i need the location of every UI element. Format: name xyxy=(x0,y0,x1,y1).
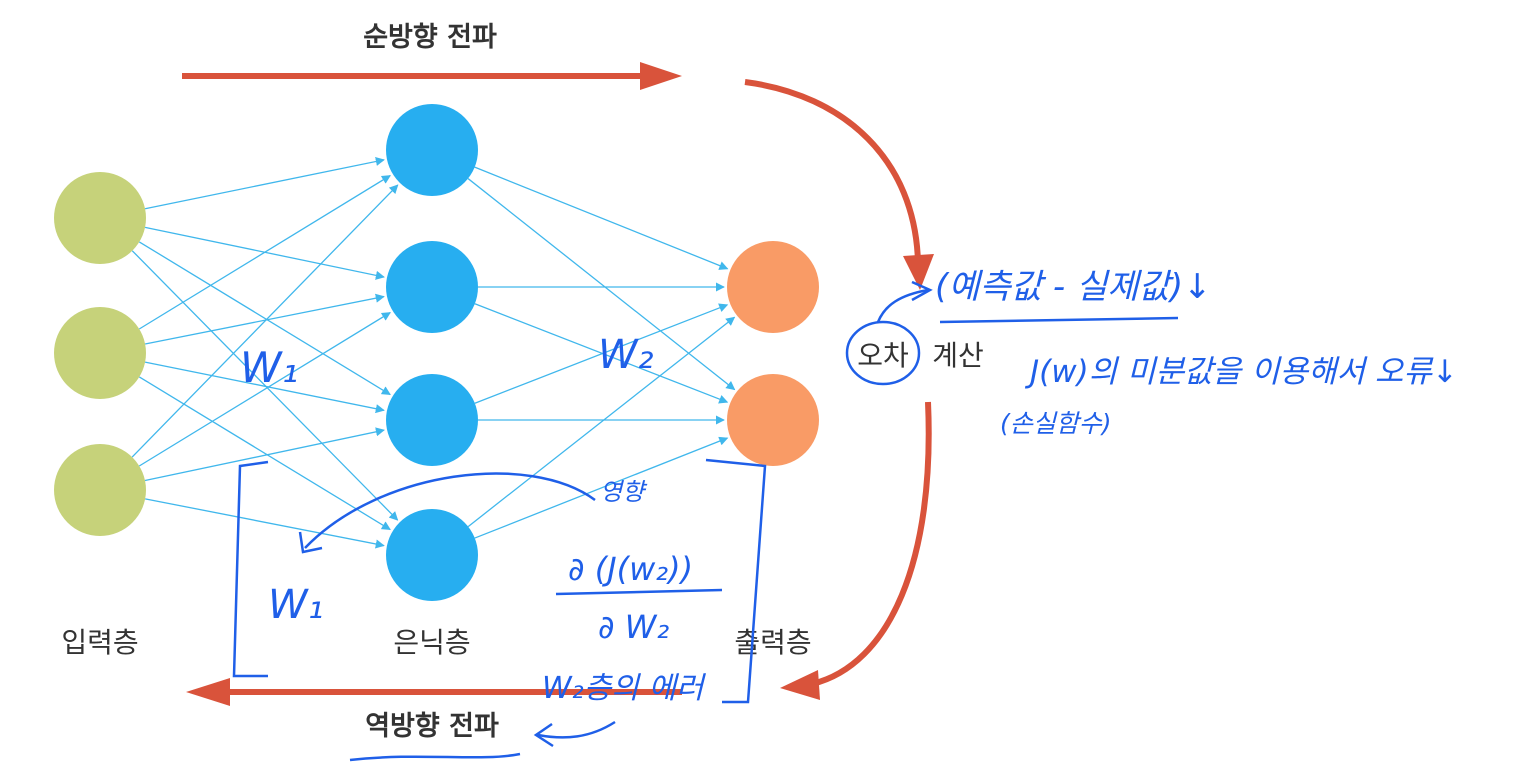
w1-label: W₁ xyxy=(240,343,298,392)
connection-edge xyxy=(145,498,385,549)
pred-minus-actual: (예측값 - 실제값)↓ xyxy=(935,267,1212,307)
backward-pointer-arrowhead xyxy=(533,722,554,748)
connection-edge xyxy=(138,376,391,531)
connection-edge xyxy=(467,178,736,391)
partial-denominator: ∂ W₂ xyxy=(598,608,669,646)
output-node xyxy=(727,241,819,333)
right-bracket xyxy=(705,458,767,704)
input-layer xyxy=(54,172,146,536)
error-word: 오차 xyxy=(857,339,909,372)
connection-edge xyxy=(131,250,399,521)
forward-title: 순방향 전파 xyxy=(363,22,497,53)
output-node xyxy=(727,374,819,466)
error-circle xyxy=(845,320,921,386)
backward-title-underline xyxy=(349,752,521,762)
connection-edge xyxy=(144,361,385,414)
connection-edge xyxy=(138,241,391,396)
error-pointer-arrowhead xyxy=(911,280,933,302)
connection-edge xyxy=(474,303,729,404)
hidden-layer xyxy=(386,104,478,601)
connection-edge xyxy=(474,436,729,539)
backward-arrow xyxy=(186,678,682,706)
connection-edge xyxy=(474,166,729,270)
w2-error-note: W₂층의 에러 xyxy=(542,671,706,706)
influence-arrowhead xyxy=(298,531,323,554)
backward-pointer-arrow xyxy=(537,720,616,739)
j-derivative-note: J(w)의 미분값을 이용해서 오류↓ xyxy=(1024,354,1458,390)
fraction-bar xyxy=(939,316,1179,324)
connection-edge xyxy=(467,316,736,528)
connection-edge xyxy=(131,184,399,458)
w2-label: W₂ xyxy=(598,332,654,378)
forward-arrow xyxy=(182,62,682,90)
connection-edge xyxy=(144,293,385,345)
partial-fraction-bar xyxy=(555,588,723,596)
backward-title: 역방향 전파 xyxy=(365,711,499,742)
input-layer-label: 입력층 xyxy=(61,626,138,659)
partial-numerator: ∂ (J(w₂)) xyxy=(568,550,693,588)
connection-edge xyxy=(474,303,729,404)
curve-arrow-to-backward xyxy=(780,401,932,700)
hidden-node xyxy=(386,509,478,601)
output-layer-label: 출력층 xyxy=(734,626,811,659)
curve-arrow-to-error xyxy=(744,79,934,290)
calc-word: 계산 xyxy=(932,339,984,372)
w1-bracket-label: W₁ xyxy=(268,582,324,628)
output-layer xyxy=(727,241,819,466)
input-node xyxy=(54,172,146,264)
influence-note: 영향 xyxy=(600,478,648,506)
connection-edge xyxy=(138,175,391,330)
hidden-node xyxy=(386,374,478,466)
handwritten-annotations: W₁ W₂ (예측값 - 실제값)↓ J(w)의 미분값을 이용해서 오류↓ (… xyxy=(232,267,1458,762)
hidden-node xyxy=(386,241,478,333)
influence-arrow xyxy=(304,472,596,549)
connections xyxy=(131,157,736,549)
input-node xyxy=(54,444,146,536)
input-node xyxy=(54,307,146,399)
error-pointer-arrow xyxy=(876,288,929,323)
connection-edge xyxy=(144,427,385,482)
hidden-node xyxy=(386,104,478,196)
loss-function-note: (손실함수) xyxy=(1000,409,1112,438)
hidden-layer-label: 은닉층 xyxy=(393,626,470,659)
connection-edge xyxy=(138,312,391,467)
connection-edge xyxy=(144,157,385,210)
left-bracket xyxy=(232,460,269,678)
